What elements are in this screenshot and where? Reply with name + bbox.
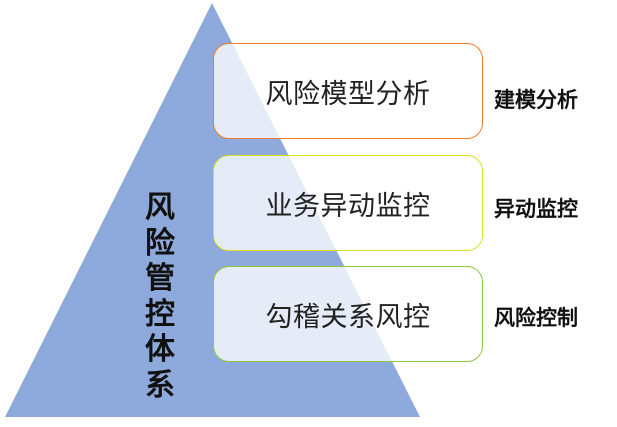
title-char: 系 xyxy=(145,367,175,403)
side-label-risk-control: 风险控制 xyxy=(494,306,578,330)
layer-box-reconciliation-control: 勾稽关系风控 xyxy=(213,266,483,362)
title-char: 风 xyxy=(145,190,175,225)
layer-label: 业务异动监控 xyxy=(265,190,431,222)
title-char: 险 xyxy=(145,225,175,261)
title-char: 管 xyxy=(145,261,175,296)
pyramid-title-vertical: 风险管控体系 xyxy=(134,190,186,403)
title-char: 控 xyxy=(145,296,175,332)
side-label-modeling: 建模分析 xyxy=(494,88,578,112)
layer-box-model-analysis: 风险模型分析 xyxy=(213,43,483,139)
layer-box-anomaly-monitoring: 业务异动监控 xyxy=(213,155,483,251)
side-label-monitoring: 异动监控 xyxy=(494,197,578,221)
layer-label: 风险模型分析 xyxy=(265,78,431,110)
layer-label: 勾稽关系风控 xyxy=(265,301,431,333)
title-char: 体 xyxy=(145,332,175,367)
